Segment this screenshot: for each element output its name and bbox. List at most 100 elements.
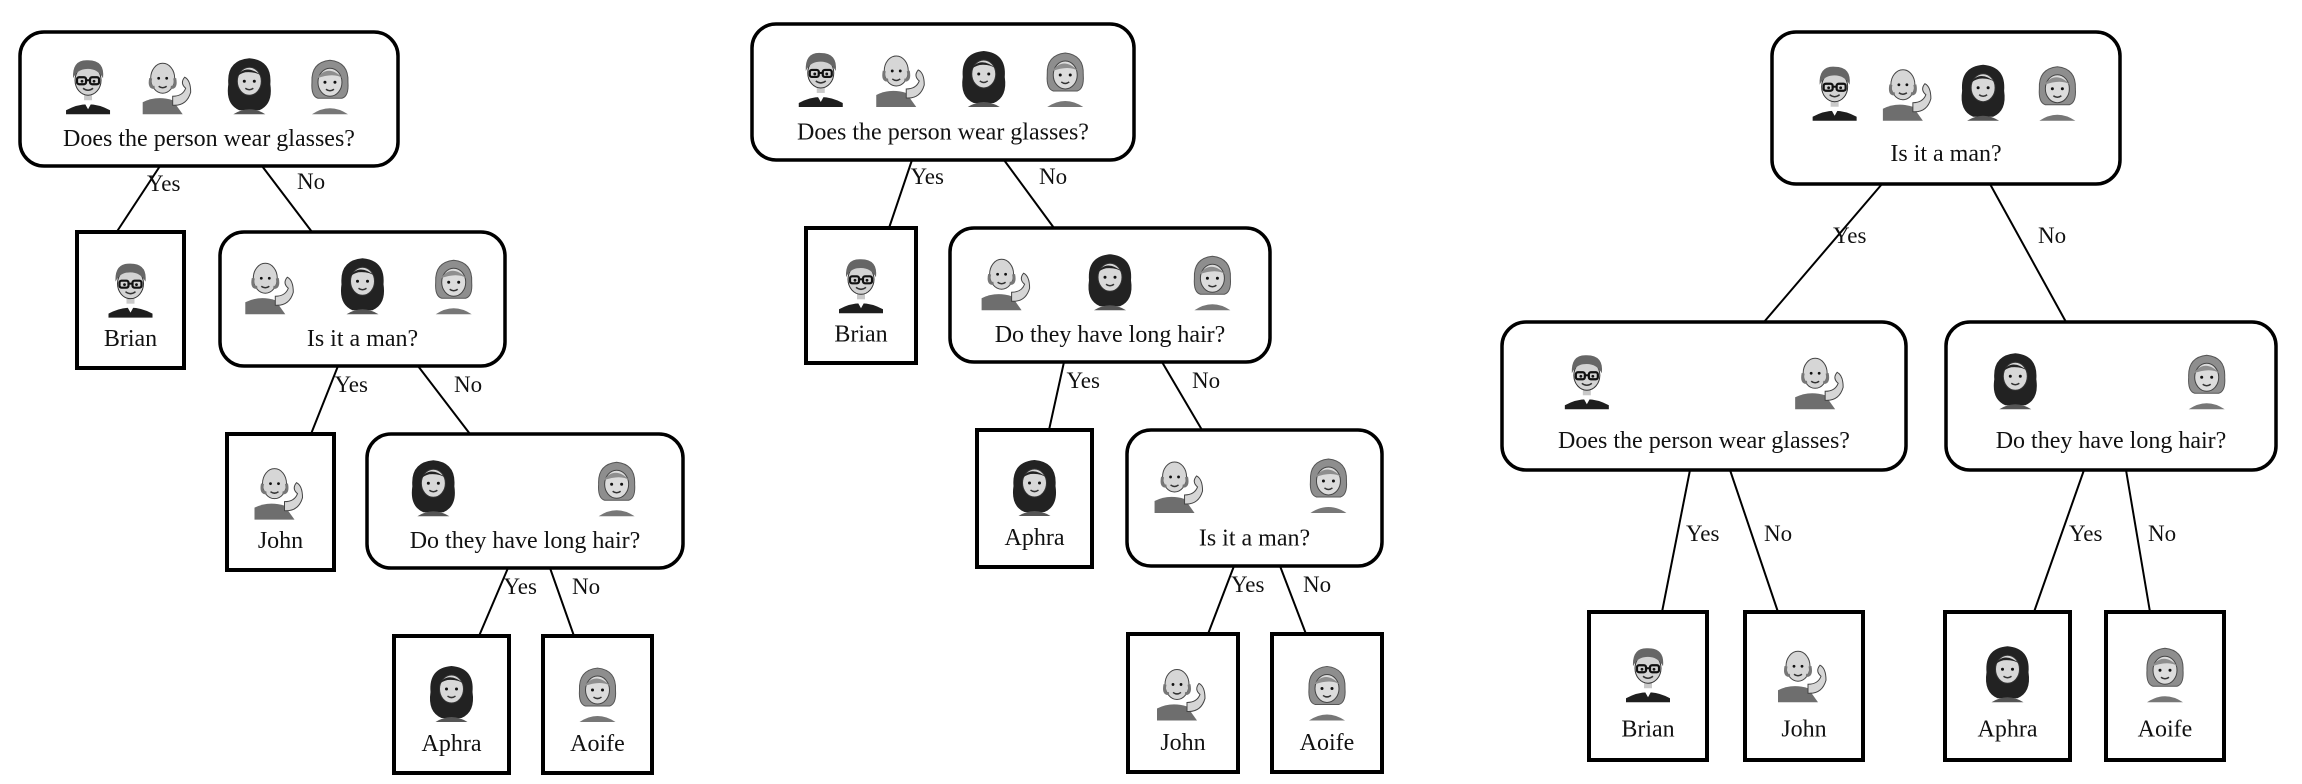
edge-line [1279,565,1307,635]
edge-label-yes: Yes [1833,223,1867,248]
aphra-face-icon [429,666,474,723]
leaf-name: Aoife [2138,716,2193,742]
aphra-face-icon [962,50,1006,107]
edge-label-yes: Yes [147,171,181,196]
leaf-john: John [1126,632,1240,774]
aoife-face-icon [598,461,636,517]
leaf-box-frame [225,432,336,572]
aphra-face-icon [1088,254,1132,311]
leaf-box-frame [1126,632,1240,774]
edge-line [549,567,575,637]
aoife-face-icon [435,259,473,315]
leaf-name: Brian [834,321,887,347]
question-text: Does the person wear glasses? [797,120,1089,146]
john-face-icon [1778,650,1827,703]
question-text: Do they have long hair? [410,528,641,554]
aoife-face-icon [1046,52,1084,107]
tree1-question-glasses: Does the person wear glasses? [18,30,400,168]
question-text: Does the person wear glasses? [1558,428,1850,454]
leaf-name: Aoife [570,731,625,757]
aphra-face-icon [1985,646,2030,703]
leaf-name: Brian [104,326,157,352]
leaf-brian: Brian [1587,610,1709,762]
leaf-aphra: Aphra [392,634,511,775]
leaf-name: Aoife [1300,730,1355,756]
question-text: Is it a man? [1199,526,1310,552]
tree2-question-hair: Do they have long hair? [948,226,1272,364]
edge-line [1661,469,1691,613]
aphra-face-icon [227,58,271,115]
edge-label-yes: Yes [1231,572,1265,597]
edge-label-yes: Yes [2069,521,2103,546]
question-text: Is it a man? [307,326,418,352]
question-box-frame [1770,30,2122,186]
leaf-john: John [1743,610,1865,762]
leaf-aphra: Aphra [1943,610,2072,762]
question-text: Do they have long hair? [995,322,1226,348]
edge-label-yes: Yes [1067,368,1101,393]
leaf-name: Aphra [1005,525,1065,551]
question-text: Do they have long hair? [1996,428,2227,454]
aphra-face-icon [1993,353,2037,410]
tree3-question-glasses: Does the person wear glasses? [1500,320,1908,472]
edge-label-no: No [1303,572,1331,597]
john-face-icon [981,258,1031,311]
tree1-question-man: Is it a man? [218,230,507,368]
aoife-face-icon [1309,458,1348,513]
aoife-face-icon [311,59,349,115]
leaf-brian: Brian [804,226,918,365]
question-text: Is it a man? [1890,141,2001,167]
edge-label-no: No [572,574,600,599]
edge-label-yes: Yes [504,574,538,599]
aoife-face-icon [2188,354,2226,410]
tree3-question-hair: Do they have long hair? [1944,320,2278,472]
edge-line [310,365,339,435]
edge-line [1161,361,1203,431]
edge-line [1989,183,2067,323]
leaf-aoife: Aoife [541,634,654,775]
edge-label-no: No [1192,368,1220,393]
leaf-john: John [225,432,336,572]
aoife-face-icon [1193,255,1232,311]
question-text: Does the person wear glasses? [63,126,355,152]
leaf-name: Brian [1621,716,1674,742]
aphra-face-icon [340,258,385,315]
edge-label-yes: Yes [1686,521,1720,546]
tree2-question-glasses: Does the person wear glasses? [750,22,1136,162]
tree1-question-hair: Do they have long hair? [365,432,685,570]
edge-label-no: No [1764,521,1792,546]
leaf-name: John [1160,730,1205,756]
edge-label-no: No [2038,223,2066,248]
leaf-aoife: Aoife [1270,632,1384,774]
edge-line [261,165,313,233]
edge-label-no: No [1039,164,1067,189]
edge-line [1003,159,1055,229]
edge-line [1763,183,1883,323]
brian-face-icon [839,259,883,314]
leaf-aoife: Aoife [2104,610,2226,762]
question-box-frame [18,30,400,168]
john-face-icon [1882,69,1932,121]
aoife-face-icon [1308,665,1346,721]
leaf-name: Aphra [1978,716,2038,742]
edge-label-no: No [454,372,482,397]
leaf-name: Aphra [422,731,482,757]
edge-line [478,567,509,637]
john-face-icon [1795,357,1844,410]
john-face-icon [245,262,294,315]
brian-face-icon [66,60,111,115]
john-face-icon [876,55,925,107]
edge-line [1048,361,1065,431]
aoife-face-icon [2146,647,2184,703]
edge-line [417,365,471,435]
tree2-question-man: Is it a man? [1125,428,1384,568]
aphra-face-icon [1012,460,1057,517]
edge-label-yes: Yes [911,164,945,189]
brian-face-icon [798,52,843,107]
aphra-face-icon [411,460,455,517]
edge-line [1729,469,1779,613]
edge-line [1207,565,1235,635]
leaf-brian: Brian [75,230,186,370]
john-face-icon [1157,668,1206,721]
